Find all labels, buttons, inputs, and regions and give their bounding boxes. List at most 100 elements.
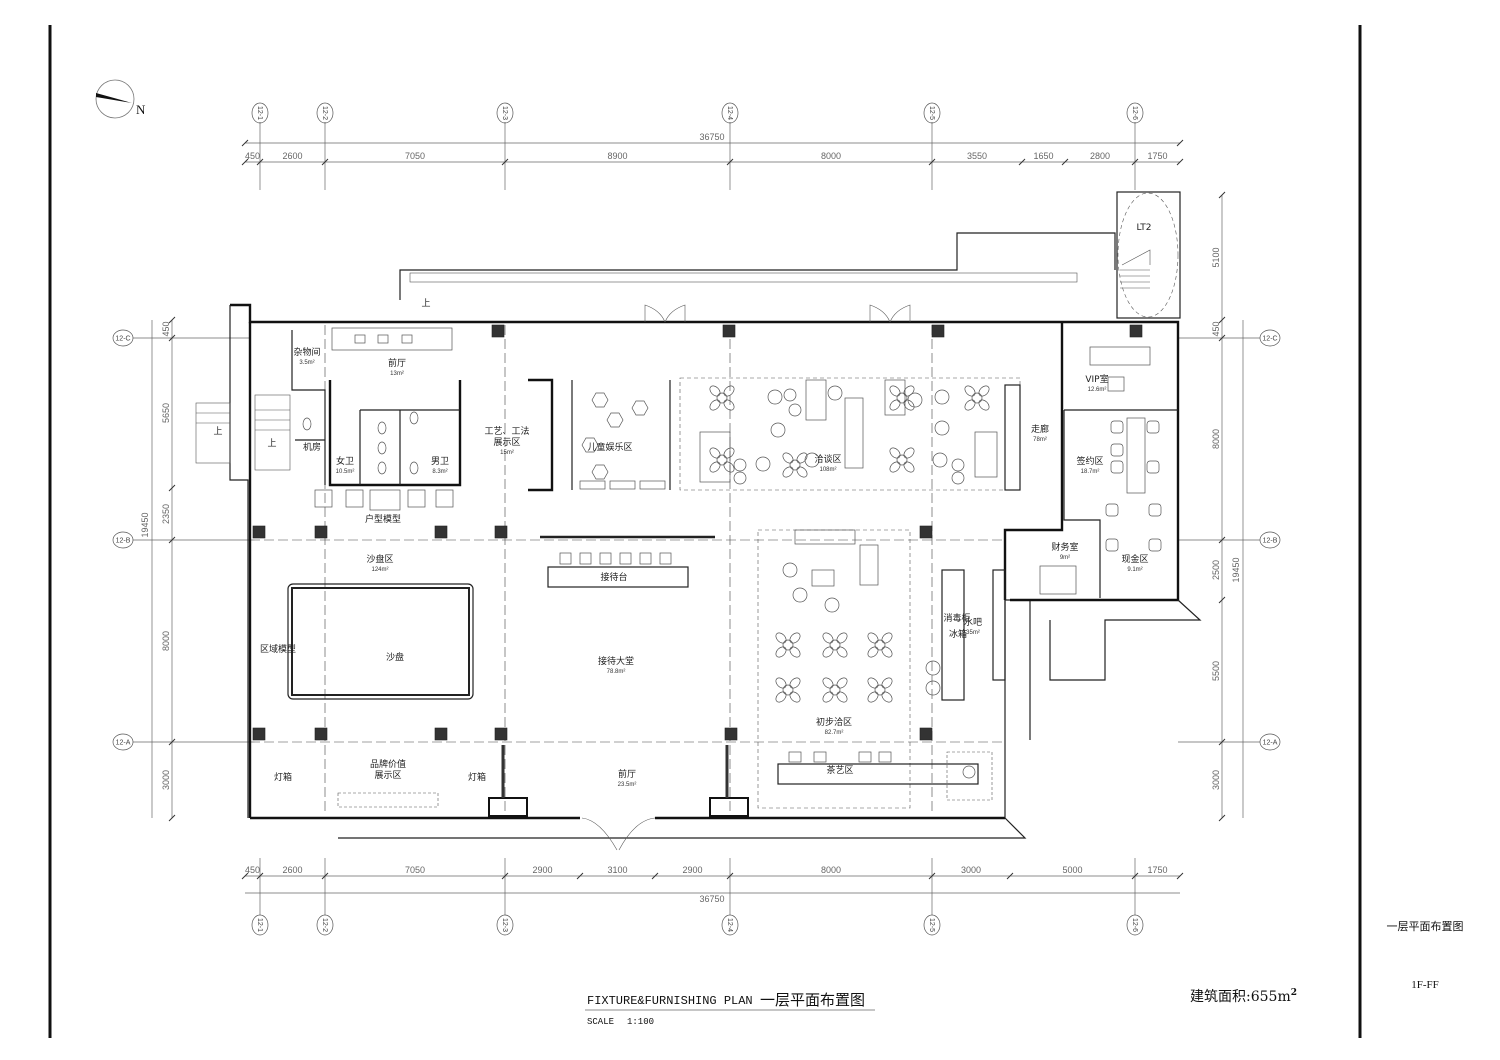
grid-bubble — [316, 102, 334, 124]
lounge-chair — [827, 385, 843, 401]
lounge-chair — [934, 389, 950, 405]
grid-bubble — [1259, 733, 1281, 751]
structural-column — [434, 727, 448, 741]
room-area: 12.6m² — [1088, 387, 1107, 393]
east-corridor-wall — [1003, 322, 1064, 600]
chair — [1148, 538, 1162, 552]
room-name: 机房 — [303, 441, 321, 453]
grid-bubble — [251, 914, 269, 936]
room-name: 工艺、工法 — [484, 425, 529, 437]
grid-bubble — [1126, 102, 1144, 124]
dimension-label: 7050 — [405, 865, 425, 875]
grid-column-label: 12-3 — [501, 918, 508, 932]
east-wing-wall — [1010, 320, 1180, 602]
dimension-label: 8000 — [821, 865, 841, 875]
main-entrance-door — [581, 817, 656, 851]
structural-column — [434, 525, 448, 539]
east-wing-step — [1049, 599, 1202, 681]
room-area: 9m² — [1060, 555, 1070, 561]
room-label: 消毒柜 — [943, 612, 970, 624]
dimension-label: 3000 — [961, 865, 981, 875]
corridor-cabinet — [1004, 384, 1021, 491]
lift-lobby-curve — [1117, 192, 1179, 318]
structural-column — [722, 324, 736, 338]
sign-partition — [1063, 410, 1101, 598]
toilet — [302, 417, 312, 431]
dimension-label: 1650 — [1033, 151, 1053, 161]
grid-column-label: 12-5 — [928, 918, 935, 932]
structural-column — [1129, 324, 1143, 338]
room-area: 10.5m² — [336, 469, 355, 475]
kids-play-stool — [581, 437, 599, 453]
round-table-with-chairs — [709, 385, 735, 411]
room-name: 杂物间 — [293, 346, 320, 358]
room-area: 13m² — [390, 371, 404, 377]
room-area: 78m² — [1033, 437, 1047, 443]
dimension-label: 1750 — [1147, 151, 1167, 161]
room-name: 沙盘 — [386, 651, 404, 663]
scale-value: 1:100 — [627, 1017, 654, 1027]
grid-column-label: 12-5 — [928, 106, 935, 120]
grid-row-label: 12-A — [1263, 740, 1278, 747]
west-outer-wall — [229, 305, 249, 818]
room-name: 消毒柜 — [943, 612, 970, 624]
room-name-line2: 展示区 — [493, 437, 520, 448]
kids-play-stool — [606, 412, 624, 428]
north-wall — [230, 303, 1062, 324]
lounge-chair — [907, 392, 923, 408]
lounge-chair — [804, 452, 820, 468]
room-area: 23.5m² — [618, 782, 637, 788]
lift-tower-lt2 — [1116, 191, 1181, 319]
plan-title-cn: 一层平面布置图 — [760, 991, 865, 1009]
round-table-with-chairs — [867, 677, 893, 703]
storage-wall — [291, 330, 326, 485]
dimension-label: 450 — [245, 865, 260, 875]
sofa — [974, 431, 998, 478]
structural-column — [724, 727, 738, 741]
grid-bubble — [496, 914, 514, 936]
room-name: 走廊 — [1031, 423, 1049, 435]
north-label: N — [136, 102, 146, 117]
grid-bubble — [496, 102, 514, 124]
structural-column — [252, 727, 266, 741]
room-name: VIP室 — [1085, 373, 1108, 385]
room-name: 区域模型 — [260, 643, 296, 655]
side-table — [788, 403, 802, 417]
room-area: 9.1m² — [1127, 567, 1142, 573]
structural-column — [252, 525, 266, 539]
lounge-chair — [932, 452, 948, 468]
chair — [1110, 443, 1124, 457]
round-table-with-chairs — [775, 632, 801, 658]
room-label: LT2 — [1137, 223, 1152, 233]
side-table — [783, 388, 797, 402]
round-table-with-chairs — [889, 385, 915, 411]
model-display — [407, 489, 426, 508]
tea-display — [946, 751, 993, 801]
room-area: 18.7m² — [1081, 469, 1100, 475]
sand-table — [291, 587, 470, 696]
bar-stool — [925, 660, 941, 676]
dimension-label: 2900 — [532, 865, 552, 875]
room-area: 82.7m² — [825, 730, 844, 736]
stool — [559, 552, 572, 565]
finance-desk — [1039, 565, 1077, 595]
corridor-railing — [409, 272, 1078, 283]
south-terrace — [338, 817, 1027, 839]
north-arrow-needle-icon — [96, 93, 132, 103]
grid-column-label: 12-1 — [256, 918, 263, 932]
sink — [377, 334, 389, 344]
chair — [1148, 503, 1162, 517]
grid-axes: 12-112-112-212-212-312-312-412-412-512-5… — [112, 102, 1281, 936]
grid-column-label: 12-4 — [726, 918, 733, 932]
toilet — [409, 411, 419, 425]
dimension-label: 3000 — [161, 770, 171, 790]
room-name: 灯箱 — [274, 771, 292, 783]
tea-chair — [813, 751, 827, 763]
round-table-with-chairs — [822, 677, 848, 703]
grid-row-label: 12-C — [1262, 336, 1277, 343]
room-name: 儿童娱乐区 — [587, 441, 632, 453]
